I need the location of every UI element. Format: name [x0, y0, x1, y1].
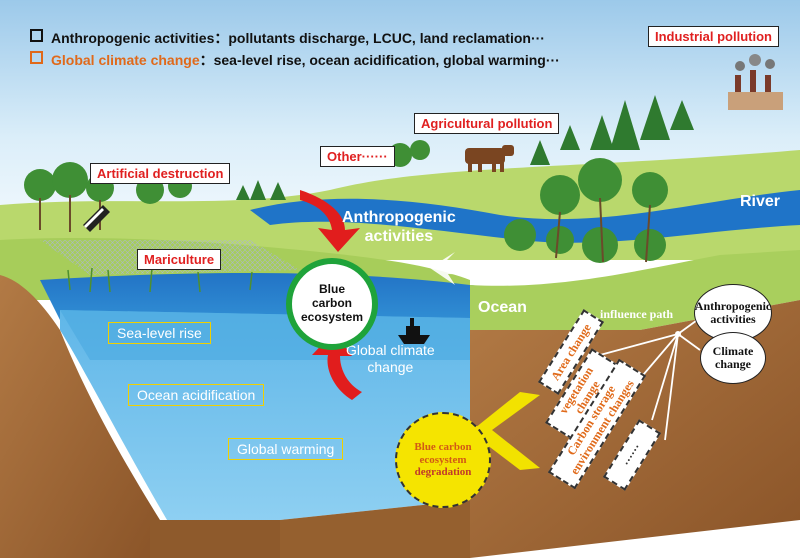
yellow-chevron — [470, 392, 540, 470]
climate-driver-node: Climate change — [700, 332, 766, 384]
legend-square-icon — [30, 29, 43, 42]
artificial-destruction-label: Artificial destruction — [90, 163, 231, 184]
factory-icon — [728, 54, 783, 110]
industrial-pollution-label: Industrial pollution — [648, 26, 779, 47]
legend-text-1: Anthropogenic activities：pollutants disc… — [51, 30, 545, 46]
saw-icon — [83, 205, 110, 232]
river-label: River — [740, 193, 781, 210]
red-arrow-top — [300, 190, 360, 252]
ocean-cross-section — [60, 310, 470, 525]
sea-level-rise-label: Sea-level rise — [108, 322, 211, 344]
influence-lines — [599, 317, 701, 441]
tree-icon — [236, 95, 694, 200]
inflow-arrow — [430, 252, 505, 285]
global-warming-label: Global warming — [228, 438, 344, 460]
legend-text-2-prefix: Global climate change — [51, 52, 200, 68]
global-climate-change-label: Global climate change — [346, 342, 435, 375]
blue-carbon-ecosystem-node: Blue carbon ecosystem — [286, 258, 378, 350]
cow-icon — [465, 145, 514, 172]
ocean-acidification-label: Ocean acidification — [128, 384, 265, 406]
degradation-node: Blue carbon ecosystem degradation — [395, 412, 491, 508]
legend-anthropogenic: Anthropogenic activities：pollutants disc… — [30, 28, 545, 48]
ship-icon — [398, 318, 430, 344]
legend-text-2: ：sea-level rise, ocean acidification, gl… — [199, 52, 560, 68]
mariculture-label: Mariculture — [137, 249, 222, 270]
ocean-label: Ocean — [478, 299, 527, 316]
degradation-line1: Blue carbon ecosystem — [414, 441, 472, 466]
legend-square-icon — [30, 51, 43, 64]
anthropogenic-activities-label: Anthropogenic activities — [342, 209, 456, 246]
degradation-line2: degradation — [414, 466, 472, 479]
agricultural-pollution-label: Agricultural pollution — [414, 113, 560, 134]
anthropogenic-driver-node: Anthropogenic activities — [694, 284, 772, 342]
legend-climate: Global climate change：sea-level rise, oc… — [30, 50, 560, 70]
other-pollution-label: Other······ — [320, 146, 395, 167]
influence-path-label: influence path — [600, 307, 674, 321]
river-shape — [250, 190, 800, 243]
